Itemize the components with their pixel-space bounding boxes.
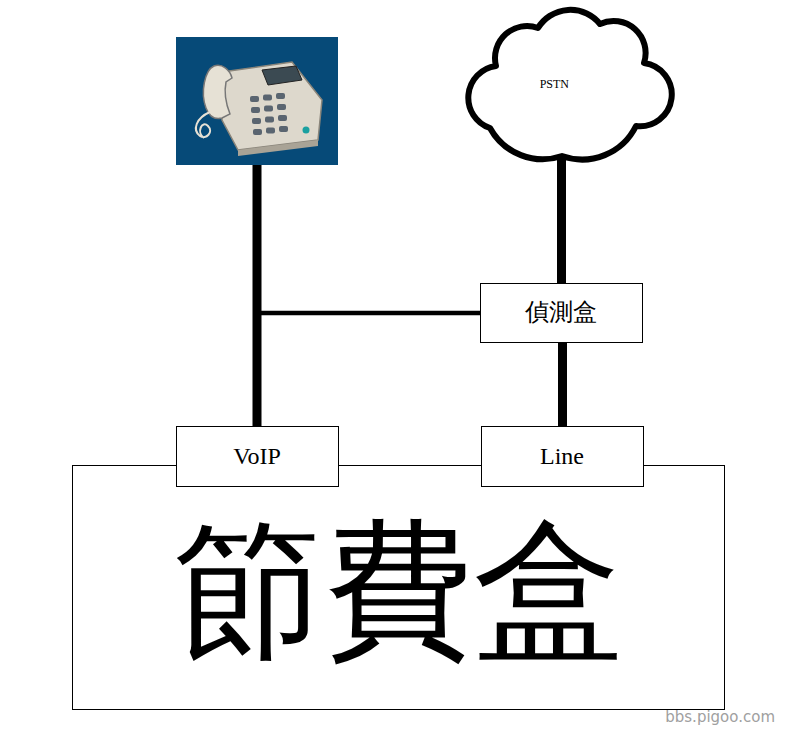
phone-key [276,93,285,99]
watermark: bbs.pigoo.com [665,708,775,726]
connector-line [258,313,481,426]
pstn-cloud: PSTN [460,8,665,156]
node-label: VoIP [233,443,281,469]
phone-key [250,96,259,102]
node-label: PSTN [540,78,569,91]
detector-box: 偵測盒 [480,283,643,343]
phone-wire [253,165,262,428]
phone-key [264,106,273,112]
node-label: Line [540,443,584,469]
node-label: 偵測盒 [525,299,597,325]
connector-line [557,156,566,283]
phone-key [263,95,272,101]
phone-key [253,129,262,135]
port-box: Line [481,426,644,487]
phone-key [266,128,275,134]
phone-key [265,117,274,123]
telephone-icon [176,37,338,165]
port-box: VoIP [176,426,339,487]
node-label: 節費盒 [173,509,623,674]
phone-key [251,107,260,113]
connector-line [558,343,567,426]
saver-box: 節費盒VoIPLine [72,465,725,710]
phone-key [277,104,286,110]
cloud-shape [468,10,671,160]
phone-key [279,126,288,132]
phone-key [278,115,287,121]
phone-key [252,118,261,124]
